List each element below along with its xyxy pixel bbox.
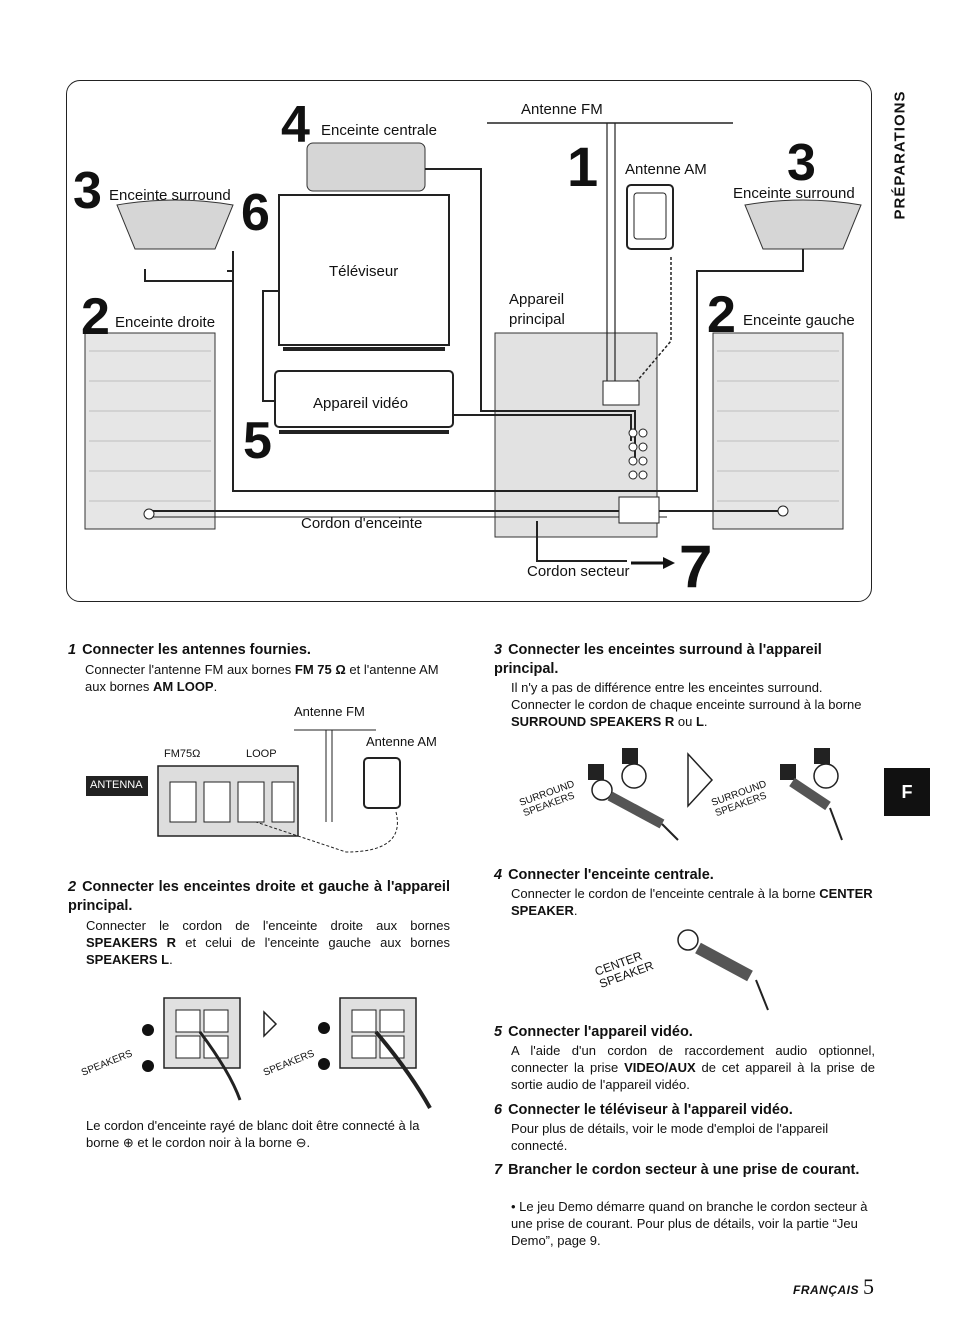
step-number-6: 6 bbox=[241, 184, 270, 242]
section-2-title-text: Connecter les enceintes droite et gauche… bbox=[68, 879, 450, 914]
footer-language: FRANÇAIS bbox=[793, 1283, 859, 1297]
section-1-body-2: et l'antenne AM aux bornes bbox=[85, 662, 439, 694]
fig1-label-antenne-am: Antenne AM bbox=[366, 734, 437, 749]
section-2-body: Connecter le cordon de l'enceinte droite… bbox=[86, 917, 450, 968]
surround-figure-art bbox=[588, 748, 843, 841]
antenna-figure-art bbox=[86, 729, 401, 853]
section-4-body-1: Connecter le cordon de l'enceinte centra… bbox=[511, 886, 820, 901]
label-cordon-secteur: Cordon secteur bbox=[527, 563, 630, 580]
label-enceinte-droite: Enceinte droite bbox=[115, 314, 216, 331]
step-number-2-right: 2 bbox=[707, 286, 736, 344]
section-5-body: A l'aide d'un cordon de raccordement aud… bbox=[511, 1042, 875, 1093]
section-3-body-1: Il n'y a pas de différence entre les enc… bbox=[511, 680, 823, 695]
section-5-body-1: A l'aide d'un cordon de raccordement aud… bbox=[511, 1043, 875, 1075]
step-number-3-left: 3 bbox=[73, 162, 102, 220]
label-appareil-video: Appareil vidéo bbox=[313, 395, 409, 412]
section-1-number: 1 bbox=[68, 642, 77, 658]
language-tab: F bbox=[884, 768, 930, 816]
section-3-body-2-line: Connecter le cordon de chaque enceinte s… bbox=[511, 696, 875, 730]
language-tab-label: F bbox=[901, 781, 913, 802]
section-1-term-fm75: FM 75 Ω bbox=[294, 662, 346, 677]
label-appareil-principal-1: Appareil bbox=[509, 291, 565, 308]
section-1-title-text: Connecter les antennes fournies. bbox=[82, 642, 311, 658]
step-number-5: 5 bbox=[243, 412, 272, 470]
section-5-number: 5 bbox=[494, 1024, 503, 1040]
page-number: 5 bbox=[863, 1274, 874, 1299]
section-7-title-text: Brancher le cordon secteur à une prise d… bbox=[508, 1162, 860, 1178]
center-figure-art bbox=[677, 929, 769, 1011]
section-6-body: Pour plus de détails, voir le mode d'emp… bbox=[511, 1121, 829, 1153]
label-enceinte-surround-right: Enceinte surround bbox=[733, 185, 855, 202]
label-antenne-am: Antenne AM bbox=[625, 161, 707, 178]
section-6-title-text: Connecter le téléviseur à l'appareil vid… bbox=[508, 1102, 793, 1118]
section-5-term-video-aux: VIDEO/AUX bbox=[624, 1060, 696, 1075]
fig1-label-antenna: ANTENNA bbox=[90, 779, 143, 791]
section-3-body-2: Connecter le cordon de chaque enceinte s… bbox=[511, 697, 862, 712]
section-4-body: Connecter le cordon de l'enceinte centra… bbox=[511, 885, 875, 919]
section-3-body-3: ou bbox=[674, 714, 696, 729]
section-2-number: 2 bbox=[68, 879, 77, 895]
step-number-2-left: 2 bbox=[81, 288, 110, 346]
label-appareil-principal-2: principal bbox=[509, 311, 565, 328]
section-3-body: Il n'y a pas de différence entre les enc… bbox=[511, 679, 875, 730]
section-5-title: 5 Connecter l'appareil vidéo. bbox=[494, 1023, 874, 1042]
section-1-body-1: Connecter l'antenne FM aux bornes bbox=[85, 662, 295, 677]
section-6-title: 6 Connecter le téléviseur à l'appareil vi… bbox=[494, 1101, 874, 1120]
label-televiseur: Téléviseur bbox=[329, 263, 399, 280]
section-6-number: 6 bbox=[494, 1102, 503, 1118]
step-number-3-right: 3 bbox=[787, 134, 816, 192]
fig1-label-fm75: FM75Ω bbox=[164, 748, 201, 760]
section-2-term-speakers-r: SPEAKERS R bbox=[86, 935, 177, 950]
section-2-body-3: . bbox=[169, 952, 173, 967]
section-7-body: • Le jeu Demo démarre quand on branche l… bbox=[511, 1199, 868, 1248]
antenna-figure: Antenne FM Antenne AM ANTENNA FM75Ω LOOP bbox=[86, 702, 456, 862]
label-antenne-fm: Antenne FM bbox=[521, 101, 603, 118]
section-tab-label: PRÉPARATIONS bbox=[891, 90, 909, 220]
section-2-body-1: Connecter le cordon de l'enceinte droite… bbox=[86, 918, 450, 933]
section-3-term-surround-r: SURROUND SPEAKERS R bbox=[511, 714, 675, 729]
speakers-lr-figure-art bbox=[142, 997, 432, 1109]
fig1-label-loop: LOOP bbox=[246, 748, 277, 760]
section-2-term-speakers-l: SPEAKERS L bbox=[86, 952, 170, 967]
label-enceinte-centrale: Enceinte centrale bbox=[321, 122, 437, 139]
step-number-7: 7 bbox=[679, 533, 713, 600]
section-3-number: 3 bbox=[494, 642, 503, 658]
section-4-title-text: Connecter l'enceinte centrale. bbox=[508, 867, 714, 883]
connection-diagram: Antenne FM Antenne AM Enceinte centrale … bbox=[66, 80, 872, 602]
label-enceinte-surround-left: Enceinte surround bbox=[109, 187, 231, 204]
section-3-title-text: Connecter les enceintes surround à l'app… bbox=[494, 642, 822, 677]
section-3-body-4: . bbox=[703, 714, 708, 729]
section-1-term-amloop: AM LOOP bbox=[152, 679, 214, 694]
step-number-4: 4 bbox=[281, 96, 310, 154]
section-3-term-l: L bbox=[695, 714, 704, 729]
section-5-title-text: Connecter l'appareil vidéo. bbox=[508, 1024, 693, 1040]
fig1-label-antenne-fm: Antenne FM bbox=[294, 704, 365, 719]
label-cordon-enceinte: Cordon d'enceinte bbox=[301, 515, 423, 532]
section-7-number: 7 bbox=[494, 1162, 503, 1178]
section-4-term-center-speaker: CENTER SPEAKER bbox=[511, 886, 873, 918]
section-7-title: 7 Brancher le cordon secteur à une prise … bbox=[494, 1161, 874, 1180]
speakers-lr-figure: SPEAKERS SPEAKERS bbox=[80, 972, 440, 1112]
section-5-body-2: de cet appareil à la prise de sortie aud… bbox=[511, 1060, 875, 1092]
section-4-title: 4 Connecter l'enceinte centrale. bbox=[494, 866, 874, 885]
page-footer: FRANÇAIS 5 bbox=[793, 1274, 874, 1300]
label-enceinte-gauche: Enceinte gauche bbox=[743, 312, 855, 329]
section-4-number: 4 bbox=[494, 867, 503, 883]
section-1-body-3: . bbox=[213, 679, 218, 694]
section-4-body-2: . bbox=[573, 903, 578, 918]
section-tab: PRÉPARATIONS bbox=[880, 80, 920, 230]
section-2-body-2: et celui de l'enceinte gauche aux bornes bbox=[176, 935, 450, 950]
step-number-1: 1 bbox=[567, 135, 599, 198]
section-2-note: Le cordon d'enceinte rayé de blanc doit … bbox=[86, 1118, 420, 1150]
connection-diagram-art bbox=[84, 122, 862, 569]
section-1-body: Connecter l'antenne FM aux bornes FM 75 … bbox=[85, 661, 450, 695]
section-1-title: 1 Connecter les antennes fournies. bbox=[68, 641, 458, 660]
